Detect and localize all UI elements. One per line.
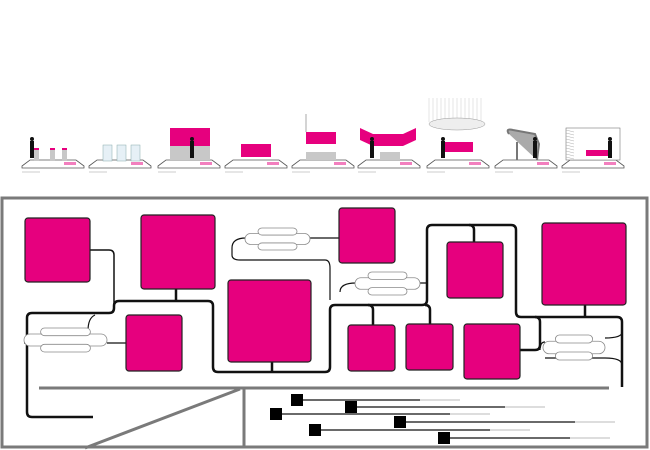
visitor-figure-head (30, 137, 34, 141)
capsule-group-2 (244, 227, 311, 251)
visitor-figure (370, 141, 374, 158)
visitor-figure (533, 141, 537, 158)
timeline-marker-3 (270, 408, 282, 420)
path-thin-right (539, 331, 623, 366)
visitor-figure-head (190, 137, 194, 141)
scene-6 (357, 128, 421, 173)
scene-7 (426, 98, 490, 173)
scene-4 (224, 144, 288, 173)
path-thin-left (90, 249, 115, 310)
room-5 (125, 314, 183, 372)
connector-room9 (468, 223, 476, 242)
room-2 (140, 214, 216, 290)
timeline-area (39, 386, 615, 450)
scene-2 (88, 144, 152, 173)
floor-mark (267, 162, 279, 165)
seats (306, 152, 336, 160)
capsule-group-1 (23, 327, 108, 353)
display-case (102, 144, 113, 162)
wall-panel (241, 144, 271, 157)
visitor-figure-head (533, 137, 537, 141)
rooms (24, 207, 627, 380)
display-case (130, 144, 141, 162)
room-3 (227, 279, 312, 363)
display-case (116, 144, 127, 162)
pedestal (34, 148, 39, 161)
scene-1 (21, 137, 85, 173)
room-8 (463, 323, 521, 380)
floor-mark (334, 162, 346, 165)
visitor-figure-head (608, 137, 612, 141)
floor-mark (131, 162, 143, 165)
scene-5 (291, 114, 355, 173)
floor-mark (604, 162, 616, 165)
connector-room7 (424, 303, 432, 324)
visitor-figure (608, 141, 612, 158)
connector-room8 (520, 315, 542, 352)
visitor-figure (30, 141, 34, 158)
timeline-marker-4 (394, 416, 406, 428)
room-9 (446, 241, 504, 299)
visitor-figure (190, 141, 194, 158)
timeline-diagonal (84, 387, 241, 450)
scene-8 (494, 128, 558, 173)
visitor-figure-head (370, 137, 374, 141)
floor-mark (537, 162, 549, 165)
floor-mark (400, 162, 412, 165)
horse-sculpture (506, 128, 541, 161)
timeline-marker-6 (438, 432, 450, 444)
room-6 (347, 324, 396, 372)
timeline-marker-1 (291, 394, 303, 406)
label-capsules (23, 227, 606, 361)
scene-3 (157, 128, 221, 173)
cloud-installation (428, 117, 486, 131)
plan-frame (0, 196, 649, 449)
visitor-figure-head (441, 137, 445, 141)
floor-mark (200, 162, 212, 165)
canopy (360, 128, 416, 146)
pedestal (50, 148, 55, 161)
visitor-figure (441, 141, 445, 158)
hanging-panel (306, 132, 336, 144)
room-1 (24, 217, 91, 283)
timeline-marker-5 (309, 424, 321, 436)
connector-room6 (367, 303, 375, 325)
path-main-left (25, 223, 624, 419)
floor-mark (64, 162, 76, 165)
room-7 (405, 323, 454, 371)
path-thin-mid2 (339, 282, 427, 293)
path-thin-mid (231, 237, 339, 300)
floor-mark (469, 162, 481, 165)
capsule-group-4 (542, 334, 606, 361)
room-10 (541, 222, 627, 306)
capsule-group-3 (354, 271, 421, 296)
scene-9 (561, 127, 625, 173)
pedestal (62, 148, 67, 161)
room-4 (338, 207, 396, 264)
scene-thumbnails (21, 98, 625, 173)
timeline-marker-2 (345, 401, 357, 413)
